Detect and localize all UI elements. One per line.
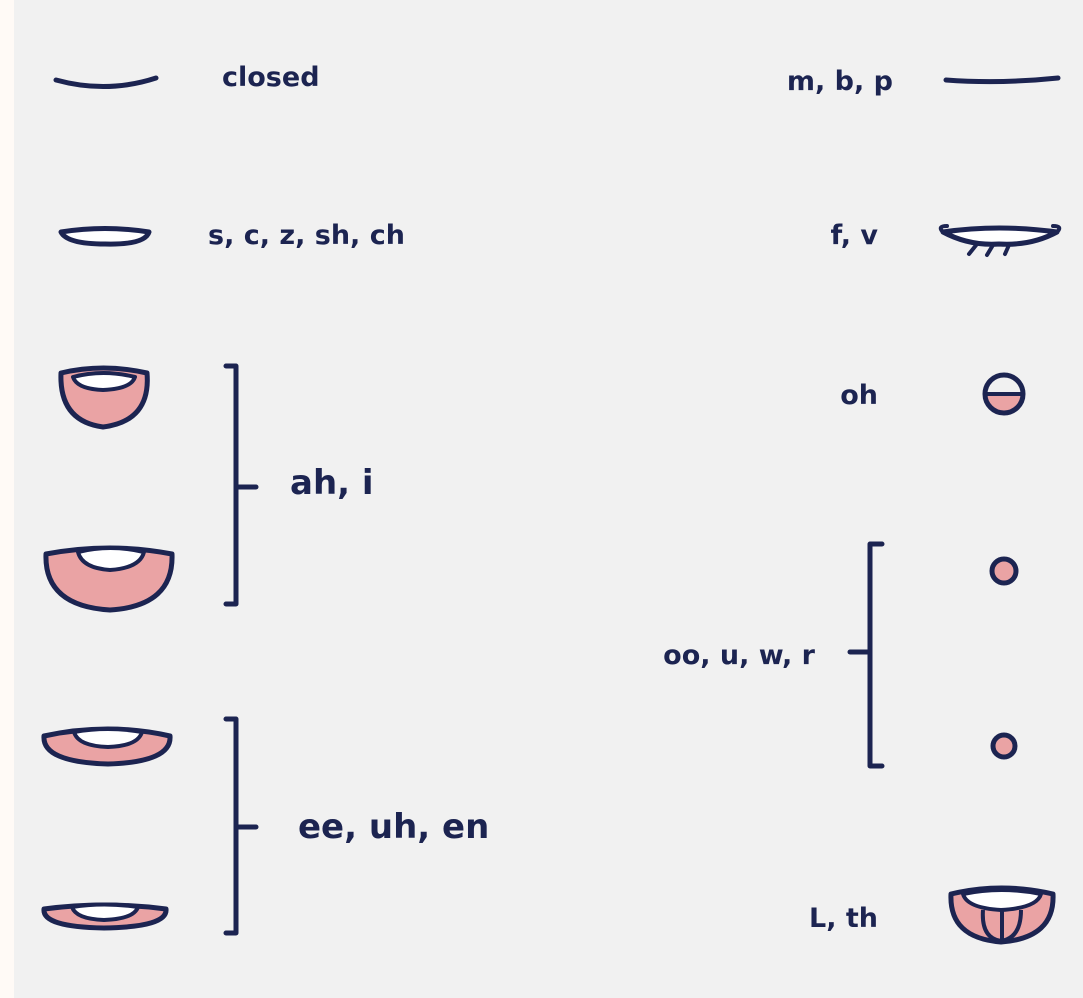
closed-mouth-icon [53,75,159,90]
label-oh: oh [840,380,878,411]
label-m-b-p: m, b, p [786,66,893,97]
lip-bite-mouth-icon [938,224,1062,257]
label-l-th: L, th [809,903,878,934]
ah-i-bracket [223,363,259,607]
open-mouth-icon-2 [43,545,175,613]
round-oh-mouth-icon [982,372,1026,416]
label-ah-i: ah, i [290,463,374,503]
label-closed: closed [222,62,320,93]
small-circle-mouth-icon-1 [989,556,1019,586]
tongue-mouth-icon [948,885,1056,945]
narrow-teeth-mouth-icon [58,226,152,247]
wide-mouth-icon-1 [41,726,173,767]
small-circle-mouth-icon-2 [990,732,1018,760]
wide-mouth-icon-2 [41,902,169,931]
pressed-lips-icon [943,75,1061,85]
label-ee-uh-en: ee, uh, en [298,807,490,847]
oo-u-w-r-bracket [847,541,885,769]
open-mouth-icon-1 [58,365,150,430]
left-edge-strip [0,0,14,998]
label-f-v: f, v [830,220,878,251]
label-s-c-z-sh-ch: s, c, z, sh, ch [208,220,405,251]
label-oo-u-w-r: oo, u, w, r [663,640,815,671]
ee-uh-en-bracket [223,716,259,936]
